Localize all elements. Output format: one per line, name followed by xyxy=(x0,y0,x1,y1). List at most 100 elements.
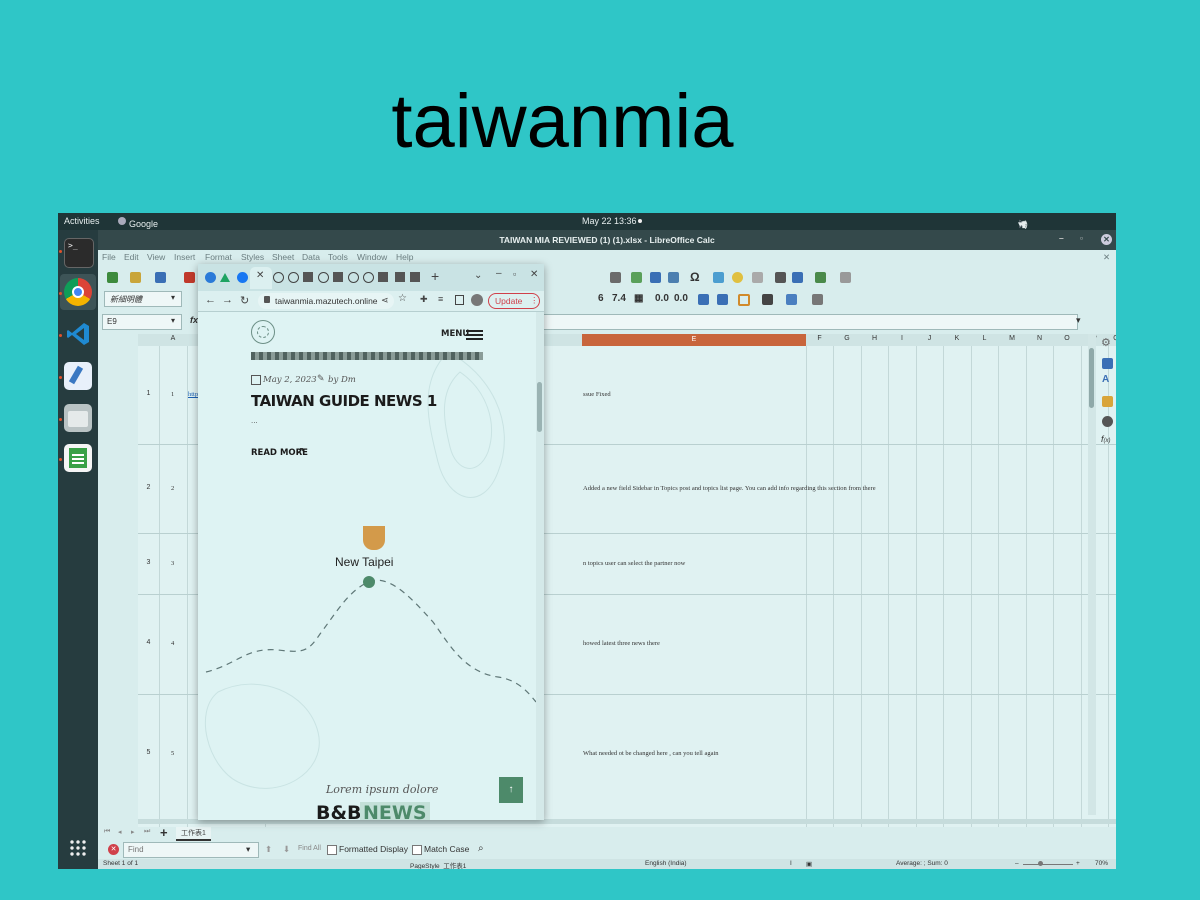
tab-favicon-image-icon[interactable] xyxy=(303,272,313,282)
formatted-display-checkbox[interactable] xyxy=(327,845,337,855)
minimize-icon[interactable]: – xyxy=(1059,233,1064,243)
row-header-1[interactable]: 1 xyxy=(146,390,151,397)
scroll-to-top-button[interactable]: ↑ xyxy=(499,777,523,803)
last-sheet-icon[interactable]: ⏭ xyxy=(144,828,151,835)
bookmark-star-icon[interactable]: ☆ xyxy=(398,293,407,304)
add-decimal-button[interactable]: 0.0 xyxy=(655,293,669,304)
tab-favicon-globe-icon[interactable] xyxy=(288,272,299,283)
print-area-icon[interactable] xyxy=(775,272,786,283)
menu-file[interactable]: File xyxy=(102,252,116,262)
tab-favicon-drive-icon[interactable] xyxy=(220,273,230,282)
active-tab[interactable] xyxy=(250,267,272,289)
borders-icon[interactable] xyxy=(738,294,750,306)
read-more-link[interactable]: READ MORE xyxy=(251,448,308,458)
update-button[interactable]: Update ⋮ xyxy=(488,293,540,309)
minimize-icon[interactable]: – xyxy=(496,268,502,279)
text-editor-icon[interactable] xyxy=(64,362,92,390)
find-input[interactable] xyxy=(126,843,242,855)
map-place-label[interactable]: New Taipei xyxy=(335,555,394,569)
page-style[interactable]: PageStyle_工作表1 xyxy=(410,863,467,869)
side-panel-icon[interactable] xyxy=(455,295,464,305)
navigator-icon[interactable] xyxy=(1102,416,1113,427)
function-wizard-icon[interactable]: fx xyxy=(190,315,199,325)
vertical-scrollbar-thumb[interactable] xyxy=(1089,348,1094,408)
comment-icon[interactable] xyxy=(732,272,743,283)
app-menu[interactable]: Google Chrome ▾ xyxy=(118,216,161,249)
column-header-a[interactable]: A xyxy=(170,335,176,342)
header-footer-icon[interactable] xyxy=(752,272,763,283)
menu-sheet[interactable]: Sheet xyxy=(272,252,295,262)
tab-favicon-image-icon[interactable] xyxy=(333,272,343,282)
terminal-icon[interactable]: >_ xyxy=(64,238,94,268)
files-icon[interactable] xyxy=(64,404,92,432)
page-scrollbar[interactable] xyxy=(536,312,544,820)
column-header-m[interactable]: M xyxy=(1009,335,1015,342)
find-input-box[interactable]: ▾ xyxy=(123,842,259,858)
find-previous-icon[interactable]: ⬆ xyxy=(265,844,273,854)
zoom-out-button[interactable]: – xyxy=(1015,860,1019,867)
special-character-icon[interactable]: Ω xyxy=(690,270,700,284)
formula-input[interactable] xyxy=(542,314,1078,330)
horizontal-scrollbar[interactable] xyxy=(138,819,1116,824)
tab-favicon-image-icon[interactable] xyxy=(395,272,405,282)
format-date-icon[interactable]: ▦ xyxy=(634,293,644,304)
menu-toggle-label[interactable]: MENU xyxy=(441,329,470,339)
menu-edit[interactable]: Edit xyxy=(124,252,139,262)
show-apps-icon[interactable] xyxy=(69,839,87,857)
filter-icon[interactable] xyxy=(610,272,621,283)
freeze-rows-icon[interactable] xyxy=(792,272,803,283)
format-percent-button[interactable]: 6 xyxy=(598,293,604,304)
menu-insert[interactable]: Insert xyxy=(174,252,196,262)
column-header-q[interactable]: Q xyxy=(1113,335,1116,342)
menu-data[interactable]: Data xyxy=(302,252,320,262)
tab-favicon-c-icon[interactable] xyxy=(205,272,216,283)
post-image[interactable] xyxy=(251,352,483,360)
tab-favicon-image-icon[interactable] xyxy=(410,272,420,282)
extensions-icon[interactable]: ✚ xyxy=(420,294,428,304)
pivot-table-icon[interactable] xyxy=(668,272,679,283)
match-case-checkbox[interactable] xyxy=(412,845,422,855)
new-tab-icon[interactable]: + xyxy=(431,268,440,284)
open-icon[interactable] xyxy=(130,272,141,283)
expand-formula-icon[interactable]: ▾ xyxy=(1076,315,1081,325)
column-header-i[interactable]: I xyxy=(901,335,903,342)
border-style-icon[interactable] xyxy=(762,294,773,305)
styles-icon[interactable] xyxy=(1102,358,1113,369)
column-header-g[interactable]: G xyxy=(844,335,850,342)
first-sheet-icon[interactable]: ⏮ xyxy=(104,828,111,835)
hamburger-icon[interactable] xyxy=(466,330,483,332)
share-icon[interactable]: ⋖ xyxy=(381,295,389,305)
forward-icon[interactable]: → xyxy=(222,294,233,306)
tab-favicon-facebook-icon[interactable] xyxy=(237,272,248,283)
name-box[interactable]: E9 ▾ xyxy=(102,314,182,330)
sum-display[interactable]: Average: ; Sum: 0 xyxy=(896,860,948,867)
insert-image-icon[interactable] xyxy=(631,272,642,283)
post-title[interactable]: TAIWAN GUIDE NEWS 1 xyxy=(251,392,437,410)
column-header-f[interactable]: F xyxy=(817,335,822,342)
zoom-slider-thumb[interactable] xyxy=(1038,861,1043,866)
delete-decimal-button[interactable]: 0.0 xyxy=(674,293,688,304)
column-header-e[interactable]: E xyxy=(582,334,806,346)
menu-help[interactable]: Help xyxy=(396,252,414,262)
border-color-icon[interactable] xyxy=(786,294,797,305)
maximize-icon[interactable]: ▫ xyxy=(513,269,517,279)
add-sheet-icon[interactable]: + xyxy=(160,825,168,840)
increase-indent-icon[interactable] xyxy=(698,294,709,305)
find-all-button[interactable]: Find All xyxy=(298,845,321,852)
vscode-icon[interactable] xyxy=(64,320,92,348)
calc-icon[interactable] xyxy=(64,444,92,472)
menu-tools[interactable]: Tools xyxy=(328,252,348,262)
hyperlink-icon[interactable] xyxy=(713,272,724,283)
functions-icon[interactable]: f(x) xyxy=(1101,434,1111,444)
tab-favicon-globe-icon[interactable] xyxy=(348,272,359,283)
tab-favicon-image-icon[interactable] xyxy=(378,272,388,282)
clock[interactable]: May 22 13:36 xyxy=(582,216,637,226)
find-next-icon[interactable]: ⬇ xyxy=(283,844,291,854)
decrease-indent-icon[interactable] xyxy=(717,294,728,305)
row-header-5[interactable]: 5 xyxy=(146,749,151,756)
reload-icon[interactable]: ↻ xyxy=(240,295,250,307)
close-find-icon[interactable]: ✕ xyxy=(108,844,119,855)
close-document-icon[interactable]: ✕ xyxy=(1103,252,1111,262)
tab-favicon-globe-icon[interactable] xyxy=(318,272,329,283)
gallery-icon[interactable] xyxy=(1102,396,1113,407)
